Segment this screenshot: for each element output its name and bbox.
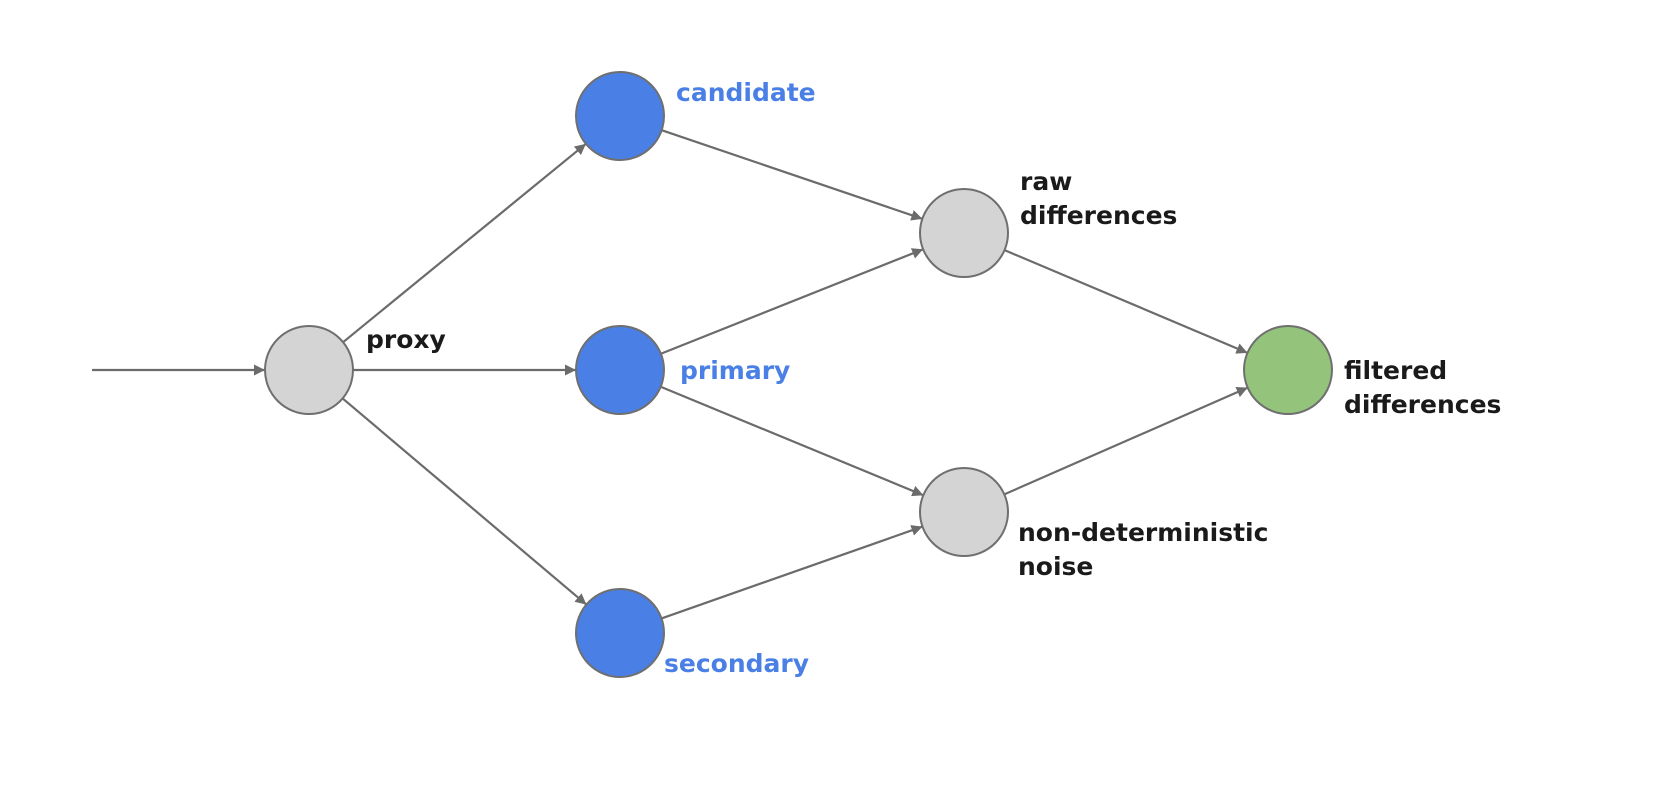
edge-candidate-to-raw bbox=[661, 129, 923, 221]
edge-primary-to-noise bbox=[660, 385, 924, 497]
label-noise: non-deterministic noise bbox=[1018, 518, 1268, 581]
labels-layer: proxy candidate primary secondary raw differe… bbox=[366, 78, 1501, 678]
label-secondary-line-1: secondary bbox=[664, 649, 809, 678]
label-candidate-line-1: candidate bbox=[676, 78, 816, 107]
edge-primary-to-raw bbox=[660, 248, 924, 355]
label-proxy: proxy bbox=[366, 325, 446, 354]
edge-raw-to-filtered bbox=[1004, 249, 1248, 354]
node-secondary bbox=[575, 588, 665, 678]
edge-noise-to-filtered bbox=[1003, 386, 1249, 496]
node-primary bbox=[575, 325, 665, 415]
label-candidate: candidate bbox=[676, 78, 816, 107]
label-noise-line-1: non-deterministic bbox=[1018, 518, 1268, 547]
label-primary-line-1: primary bbox=[680, 356, 790, 385]
edge-secondary-to-noise bbox=[661, 525, 923, 620]
label-proxy-line-1: proxy bbox=[366, 325, 446, 354]
node-noise bbox=[919, 467, 1009, 557]
label-filtered-line-2: differences bbox=[1344, 390, 1501, 419]
nodes-layer bbox=[264, 71, 1333, 678]
node-proxy bbox=[264, 325, 354, 415]
label-filtered-line-1: filtered bbox=[1344, 356, 1447, 385]
label-raw-line-2: differences bbox=[1020, 201, 1177, 230]
edge-proxy-to-candidate bbox=[342, 142, 587, 344]
edges-layer bbox=[92, 129, 1249, 620]
node-filtered bbox=[1243, 325, 1333, 415]
label-primary: primary bbox=[680, 356, 790, 385]
label-filtered: filtered differences bbox=[1344, 356, 1501, 419]
node-candidate bbox=[575, 71, 665, 161]
node-raw bbox=[919, 188, 1009, 278]
label-raw-line-1: raw bbox=[1020, 167, 1072, 196]
label-secondary: secondary bbox=[664, 649, 809, 678]
edge-proxy-to-secondary bbox=[341, 397, 588, 606]
label-raw: raw differences bbox=[1020, 167, 1177, 230]
label-noise-line-2: noise bbox=[1018, 552, 1093, 581]
